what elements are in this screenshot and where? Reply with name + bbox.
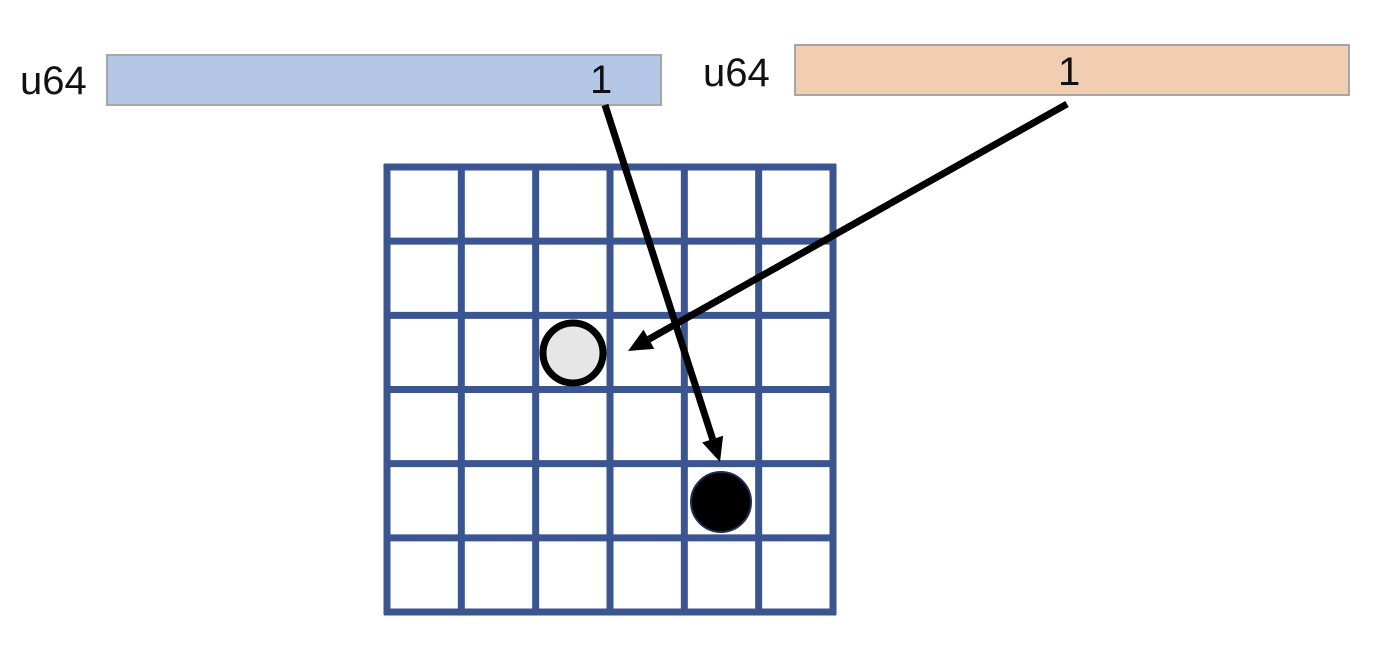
arrow-right-bit-to-white-stone bbox=[628, 100, 1069, 351]
board-grid bbox=[383, 163, 837, 616]
right-bit-value: 1 bbox=[1058, 50, 1081, 94]
white-stone bbox=[539, 319, 607, 387]
arrow-left-bit-to-black-stone bbox=[601, 103, 724, 462]
left-bitboard bbox=[106, 54, 662, 106]
arrow-head bbox=[702, 435, 724, 462]
left-bit-value: 1 bbox=[590, 58, 613, 102]
right-bitboard bbox=[794, 44, 1350, 96]
arrow-shaft bbox=[601, 103, 716, 441]
right-type-label: u64 bbox=[703, 51, 770, 95]
arrow-head bbox=[628, 329, 655, 351]
left-type-label: u64 bbox=[20, 59, 87, 103]
arrow-shaft bbox=[647, 100, 1069, 343]
black-stone bbox=[690, 471, 752, 533]
